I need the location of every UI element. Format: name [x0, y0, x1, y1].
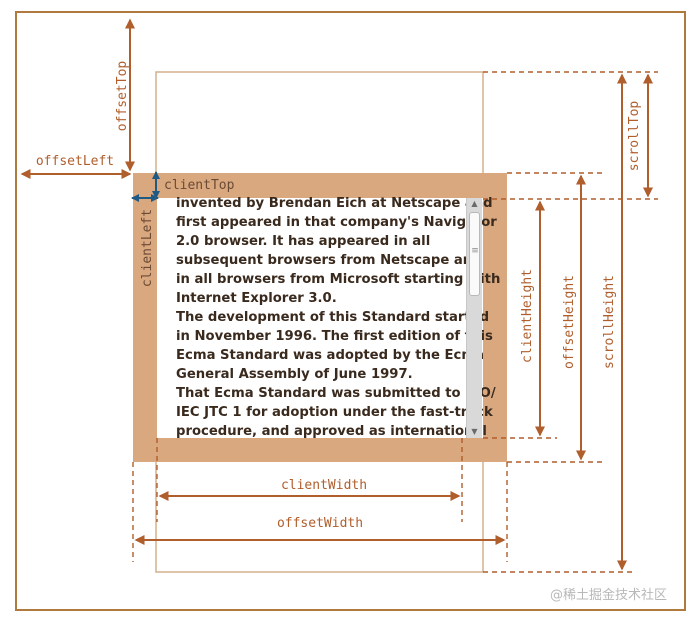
client-width-label: clientWidth — [281, 478, 367, 493]
scroll-up-arrow-icon[interactable]: ▲ — [471, 199, 478, 208]
scroll-top-label: scrollTop — [627, 101, 642, 172]
content-line: 2.0 browser. It has appeared in all — [176, 234, 431, 249]
content-line: in November 1996. The first edition of t… — [176, 329, 493, 344]
client-left-label: clientLeft — [140, 209, 155, 287]
content-line: IEC JTC 1 for adoption under the fast-tr… — [176, 405, 493, 420]
content-line: General Assembly of June 1997. — [176, 367, 413, 382]
client-top-label: clientTop — [164, 178, 235, 193]
content-line: procedure, and approved as international — [176, 424, 487, 439]
vertical-scrollbar[interactable]: ▲ ≡ ▼ — [466, 198, 482, 438]
content-line: Internet Explorer 3.0. — [176, 291, 337, 306]
content-line: invented by Brendan Eich at Netscape and — [176, 196, 493, 211]
grip-icon: ≡ — [471, 246, 479, 256]
offset-top-label: offsetTop — [115, 61, 130, 132]
offset-width-label: offsetWidth — [277, 516, 363, 531]
watermark: @稀土掘金技术社区 — [550, 588, 668, 603]
client-height-label: clientHeight — [520, 269, 535, 363]
content-line: in all browsers from Microsoft starting … — [176, 272, 501, 287]
offset-left-label: offsetLeft — [36, 154, 114, 169]
page-frame — [15, 11, 686, 611]
content-line: first appeared in that company's Navigat… — [176, 215, 497, 230]
content-line: Ecma Standard was adopted by the Ecma — [176, 348, 484, 363]
content-line: That Ecma Standard was submitted to ISO/ — [176, 386, 496, 401]
scroll-down-arrow-icon[interactable]: ▼ — [471, 427, 478, 436]
content-line: The development of this Standard started — [176, 310, 490, 325]
scrollbar-thumb[interactable]: ≡ — [469, 212, 480, 296]
client-area — [157, 198, 483, 438]
scroll-height-label: scrollHeight — [602, 275, 617, 369]
element-content-text: invented by Brendan Eich at Netscape and… — [176, 194, 501, 439]
guide-lines — [132, 71, 658, 573]
offset-height-label: offsetHeight — [562, 275, 577, 369]
content-line: subsequent browsers from Netscape and — [176, 253, 482, 268]
